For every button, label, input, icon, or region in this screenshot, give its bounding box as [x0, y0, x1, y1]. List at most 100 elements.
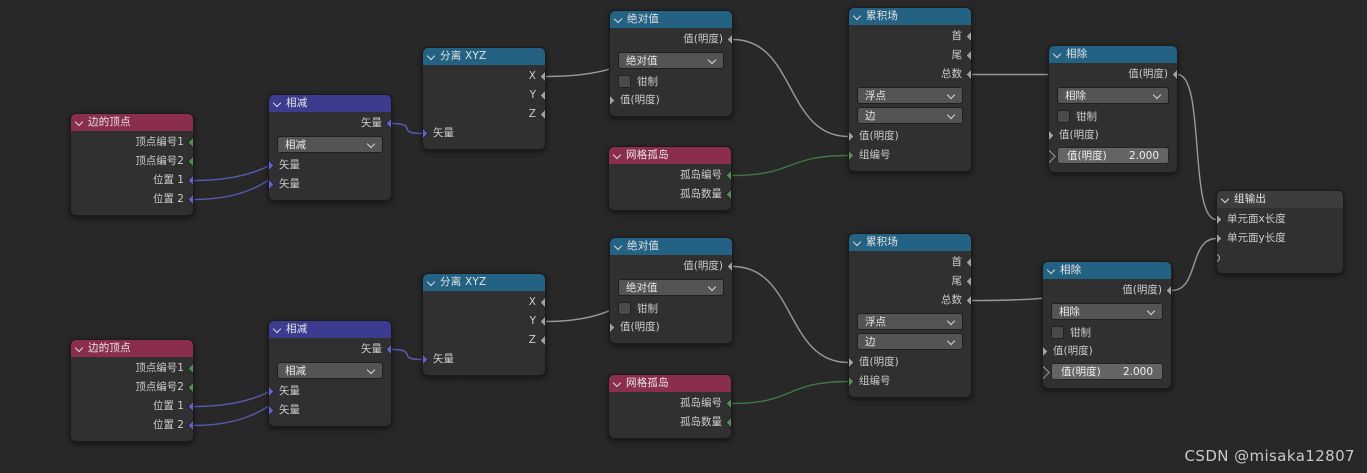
chevron-down-icon[interactable] — [1054, 50, 1062, 58]
output-socket-row[interactable]: 位置 1 — [71, 397, 193, 416]
output-socket-row[interactable]: 位置 2 — [71, 190, 193, 209]
socket-value[interactable] — [849, 356, 855, 369]
output-socket-row[interactable]: 值(明度) — [610, 257, 732, 276]
chevron-down-icon[interactable] — [615, 15, 623, 23]
output-socket-row[interactable]: 尾 — [849, 46, 971, 65]
node-group-output[interactable]: 组输出单元面x长度单元面y长度 — [1216, 190, 1344, 274]
socket-vector[interactable] — [423, 127, 429, 140]
checkbox-box[interactable] — [1057, 109, 1070, 123]
socket-value[interactable] — [965, 256, 971, 269]
input-socket-row[interactable]: 组编号 — [849, 146, 971, 165]
socket-value[interactable] — [1171, 68, 1177, 81]
socket-value[interactable] — [539, 108, 545, 121]
socket-value[interactable] — [965, 49, 971, 62]
dropdown-select[interactable]: 相除 — [1057, 87, 1169, 104]
chevron-down-icon[interactable] — [1048, 266, 1056, 274]
dropdown-select[interactable]: 相减 — [277, 136, 383, 153]
node-header[interactable]: 绝对值 — [610, 238, 732, 255]
socket-value[interactable] — [539, 334, 545, 347]
socket-value[interactable] — [1217, 213, 1223, 226]
checkbox-box[interactable] — [618, 301, 631, 315]
output-socket-row[interactable]: 矢量 — [269, 340, 391, 359]
input-socket-row[interactable]: 单元面y长度 — [1217, 229, 1343, 248]
chevron-down-icon[interactable] — [428, 52, 436, 60]
node-header[interactable]: 相除 — [1049, 46, 1177, 63]
input-socket-row[interactable]: 组编号 — [849, 372, 971, 391]
output-socket-row[interactable]: 值(明度) — [1043, 281, 1171, 300]
node-header[interactable]: 分离 XYZ — [423, 48, 545, 65]
socket-value[interactable] — [539, 315, 545, 328]
node-header[interactable]: 绝对值 — [610, 11, 732, 28]
socket-vector[interactable] — [385, 343, 391, 356]
socket-integer[interactable] — [725, 188, 731, 201]
node-header[interactable]: 相减 — [269, 321, 391, 338]
output-socket-row[interactable]: 首 — [849, 27, 971, 46]
checkbox-clamp[interactable]: 钳制 — [618, 299, 724, 317]
socket-vector[interactable] — [269, 404, 275, 417]
output-socket-row[interactable]: 孤岛数量 — [609, 185, 731, 204]
chevron-down-icon[interactable] — [615, 242, 623, 250]
node-header[interactable]: 网格孤岛 — [609, 375, 731, 392]
socket-vector[interactable] — [187, 400, 193, 413]
dropdown-select[interactable]: 浮点 — [857, 313, 963, 330]
input-socket-row[interactable]: 值(明度) — [849, 127, 971, 146]
input-socket-row[interactable]: 矢量 — [423, 350, 545, 369]
input-socket-row[interactable]: 矢量 — [269, 175, 391, 194]
output-socket-row[interactable]: 位置 1 — [71, 171, 193, 190]
socket-value[interactable] — [1043, 366, 1050, 379]
node-header[interactable]: 分离 XYZ — [423, 274, 545, 291]
input-socket-row[interactable]: 矢量 — [269, 156, 391, 175]
output-socket-row[interactable]: 顶点编号2 — [71, 152, 193, 171]
socket-vector[interactable] — [385, 117, 391, 130]
socket-integer[interactable] — [187, 362, 193, 375]
output-socket-row[interactable]: 顶点编号1 — [71, 133, 193, 152]
node-math-divide-top[interactable]: 相除值(明度)相除钳制值(明度)值(明度)2.000 — [1048, 45, 1178, 173]
node-vector-math-top[interactable]: 相减矢量相减矢量矢量 — [268, 94, 392, 201]
checkbox-clamp[interactable]: 钳制 — [1057, 107, 1169, 125]
input-socket-row[interactable]: 值(明度) — [1049, 126, 1177, 145]
chevron-down-icon[interactable] — [428, 278, 436, 286]
socket-value[interactable] — [965, 294, 971, 307]
output-socket-row[interactable]: 值(明度) — [1049, 65, 1177, 84]
chevron-down-icon[interactable] — [854, 12, 862, 20]
node-math-divide-bottom[interactable]: 相除值(明度)相除钳制值(明度)值(明度)2.000 — [1042, 261, 1172, 389]
input-socket-row[interactable]: 单元面x长度 — [1217, 210, 1343, 229]
socket-value[interactable] — [610, 321, 616, 334]
socket-value[interactable] — [539, 70, 545, 83]
output-socket-row[interactable]: 首 — [849, 253, 971, 272]
node-header[interactable]: 组输出 — [1217, 191, 1343, 208]
output-socket-row[interactable]: Y — [423, 86, 545, 105]
dropdown-select[interactable]: 相减 — [277, 362, 383, 379]
value-field[interactable]: 值(明度)2.000 — [1049, 147, 1169, 164]
socket-integer[interactable] — [187, 155, 193, 168]
node-accumulate-field-top[interactable]: 累积场首尾总数浮点边值(明度)组编号 — [848, 7, 972, 172]
chevron-down-icon[interactable] — [614, 151, 622, 159]
socket-vector[interactable] — [187, 419, 193, 432]
socket-integer[interactable] — [725, 169, 731, 182]
output-socket-row[interactable]: 尾 — [849, 272, 971, 291]
socket-value[interactable] — [1049, 150, 1056, 163]
checkbox-clamp[interactable]: 钳制 — [618, 72, 724, 90]
socket-integer[interactable] — [187, 136, 193, 149]
socket-vector[interactable] — [269, 159, 275, 172]
socket-vector[interactable] — [187, 193, 193, 206]
output-socket-row[interactable]: 总数 — [849, 65, 971, 84]
output-socket-row[interactable]: 顶点编号1 — [71, 359, 193, 378]
node-accumulate-field-bottom[interactable]: 累积场首尾总数浮点边值(明度)组编号 — [848, 233, 972, 398]
input-socket-row[interactable]: 值(明度) — [610, 91, 732, 110]
node-mesh-island-bottom[interactable]: 网格孤岛孤岛编号孤岛数量 — [608, 374, 732, 439]
node-header[interactable]: 累积场 — [849, 8, 971, 25]
dropdown-select[interactable]: 绝对值 — [618, 279, 724, 296]
socket-integer[interactable] — [849, 149, 855, 162]
node-header[interactable]: 边的顶点 — [71, 340, 193, 357]
dropdown-select[interactable]: 浮点 — [857, 87, 963, 104]
node-header[interactable]: 累积场 — [849, 234, 971, 251]
output-socket-row[interactable]: Y — [423, 312, 545, 331]
socket-vector[interactable] — [269, 178, 275, 191]
node-header[interactable]: 相除 — [1043, 262, 1171, 279]
output-socket-row[interactable]: Z — [423, 105, 545, 124]
checkbox-box[interactable] — [618, 74, 631, 88]
input-socket-row[interactable] — [1217, 248, 1343, 267]
